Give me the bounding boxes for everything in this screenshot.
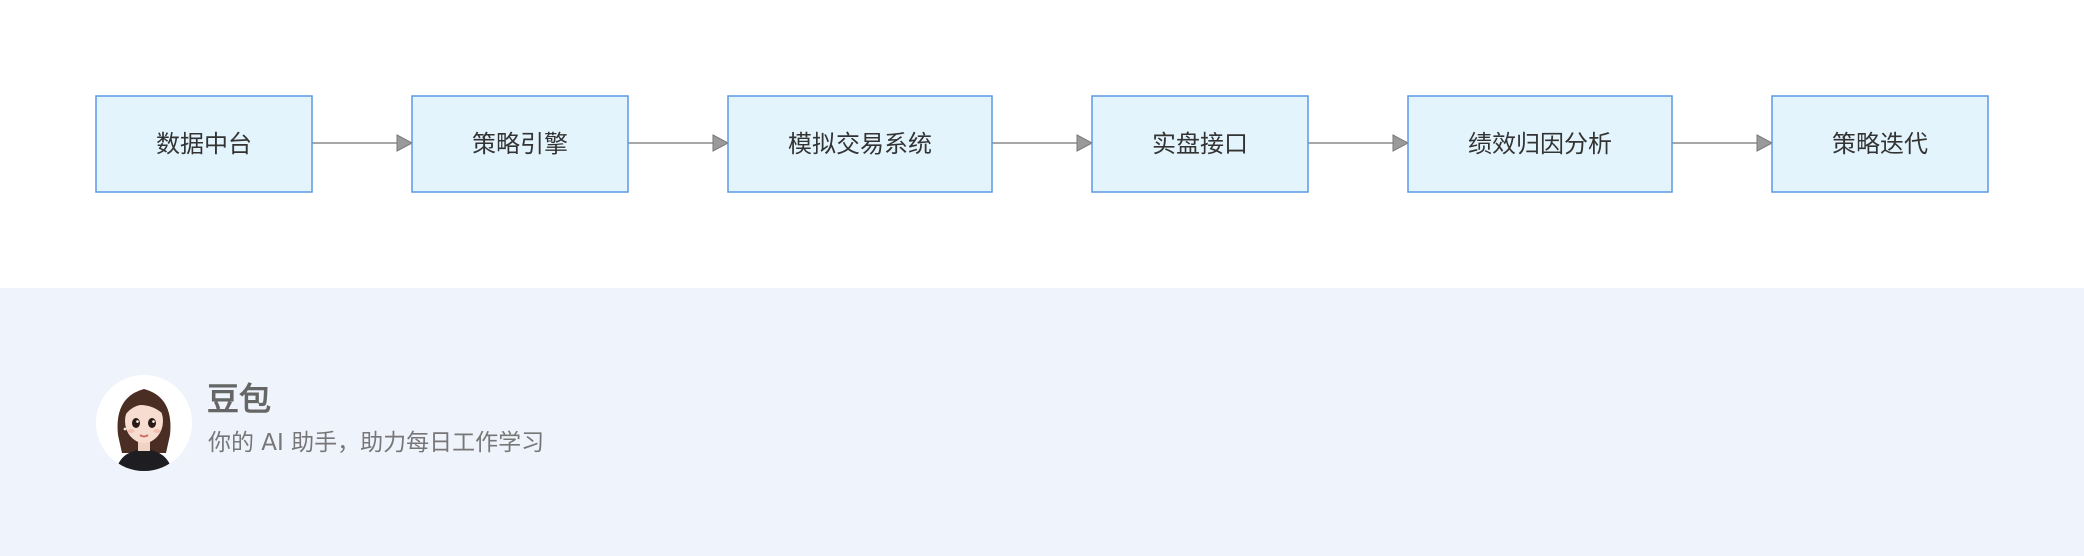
flow-node-label: 策略引擎 (472, 130, 568, 158)
avatar-girl-icon (96, 375, 192, 471)
brand-tagline: 你的 AI 助手，助力每日工作学习 (208, 430, 545, 456)
flow-edge-3 (992, 134, 1094, 152)
flow-node-label: 绩效归因分析 (1468, 130, 1612, 158)
flow-edge-4 (1308, 134, 1410, 152)
flow-node-label: 数据中台 (156, 130, 252, 158)
flow-node-data-platform: 数据中台 (95, 95, 313, 193)
flow-edge-1 (312, 134, 414, 152)
flow-node-label: 实盘接口 (1152, 130, 1248, 158)
flow-node-strategy-iteration: 策略迭代 (1771, 95, 1989, 193)
flow-node-label: 模拟交易系统 (788, 130, 932, 158)
flow-edge-2 (628, 134, 730, 152)
footer-watermark: 豆包 你的 AI 助手，助力每日工作学习 (0, 288, 2084, 556)
brand-name: 豆包 (207, 380, 272, 418)
flow-node-strategy-engine: 策略引擎 (411, 95, 629, 193)
flowchart-canvas: 数据中台 策略引擎 模拟交易系统 实盘接口 绩效归因分析 策略迭代 (95, 95, 1989, 193)
flow-node-live-interface: 实盘接口 (1091, 95, 1309, 193)
flow-node-attribution: 绩效归因分析 (1407, 95, 1673, 193)
flow-edge-5 (1672, 134, 1774, 152)
flowchart: 数据中台 策略引擎 模拟交易系统 实盘接口 绩效归因分析 策略迭代 (95, 95, 1989, 193)
flow-node-sim-trading: 模拟交易系统 (727, 95, 993, 193)
flow-node-label: 策略迭代 (1832, 130, 1928, 158)
